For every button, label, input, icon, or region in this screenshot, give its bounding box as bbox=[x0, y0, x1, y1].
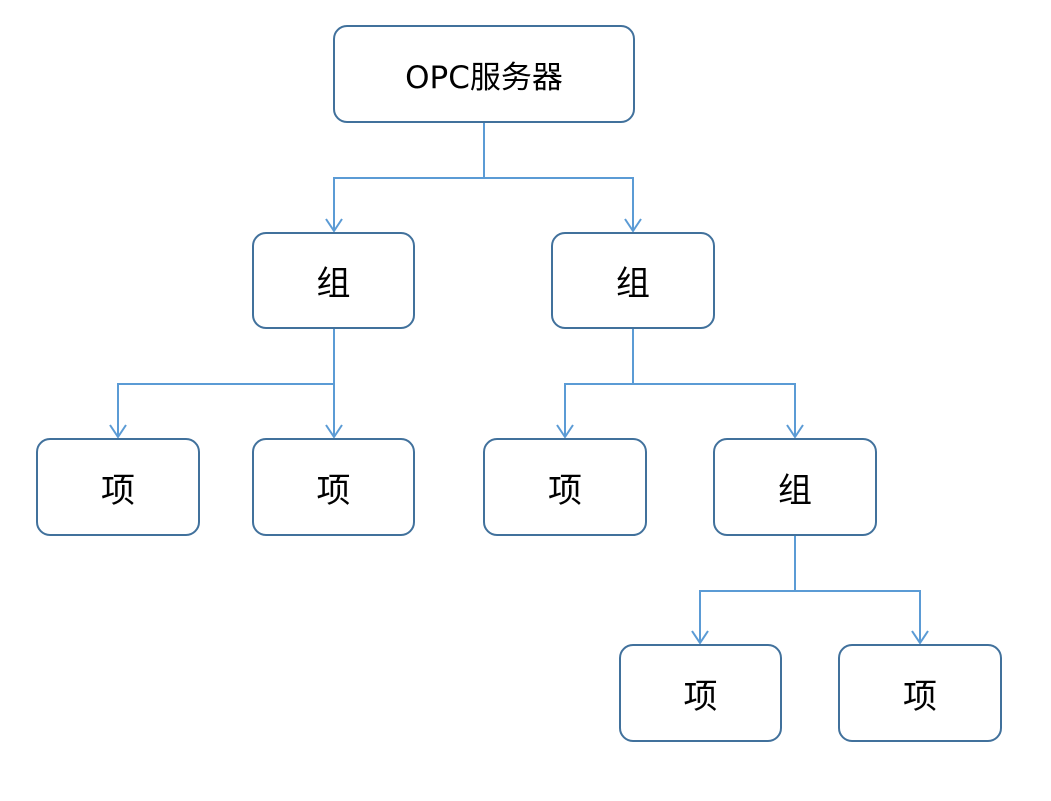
item-left-2-label: 项 bbox=[316, 470, 351, 511]
sub-item-node-2: 项 bbox=[838, 644, 1002, 742]
arrowhead-item-right bbox=[556, 424, 574, 439]
opc-server-node: OPC服务器 bbox=[333, 25, 635, 123]
sub-item-1-label: 项 bbox=[683, 676, 718, 717]
sub-item-2-label: 项 bbox=[903, 676, 937, 717]
arrowhead-item-left-1 bbox=[109, 424, 127, 439]
group-left-label: 组 bbox=[316, 264, 351, 304]
arrowhead-subgroup bbox=[786, 424, 804, 439]
opc-server-label: OPC服务器 bbox=[405, 59, 563, 96]
arrowhead-item-left-2 bbox=[325, 424, 343, 439]
item-left-1-label: 项 bbox=[101, 470, 135, 511]
item-node-right: 项 bbox=[483, 438, 647, 536]
arrowhead-group-right bbox=[624, 218, 642, 233]
item-node-left-1: 项 bbox=[36, 438, 200, 536]
connector-subgroup-to-item-1 bbox=[699, 536, 796, 642]
connector-group-right-to-subgroup bbox=[633, 383, 796, 436]
connector-root-to-group-left bbox=[333, 123, 485, 230]
group-node-left: 组 bbox=[252, 232, 415, 329]
connector-subgroup-to-item-2 bbox=[795, 590, 921, 642]
group-node-right: 组 bbox=[551, 232, 715, 329]
arrowhead-group-left bbox=[325, 218, 343, 233]
connector-root-to-group-right bbox=[484, 177, 634, 230]
group-right-label: 组 bbox=[616, 264, 650, 304]
subgroup-node: 组 bbox=[713, 438, 877, 536]
connector-group-right-to-item bbox=[564, 329, 634, 436]
arrowhead-sub-item-1 bbox=[691, 630, 709, 645]
item-right-label: 项 bbox=[548, 470, 582, 511]
item-node-left-2: 项 bbox=[252, 438, 415, 536]
arrowhead-sub-item-2 bbox=[911, 630, 929, 645]
subgroup-label: 组 bbox=[778, 470, 812, 511]
sub-item-node-1: 项 bbox=[619, 644, 782, 742]
connector-group-left-to-item-1 bbox=[117, 329, 335, 436]
